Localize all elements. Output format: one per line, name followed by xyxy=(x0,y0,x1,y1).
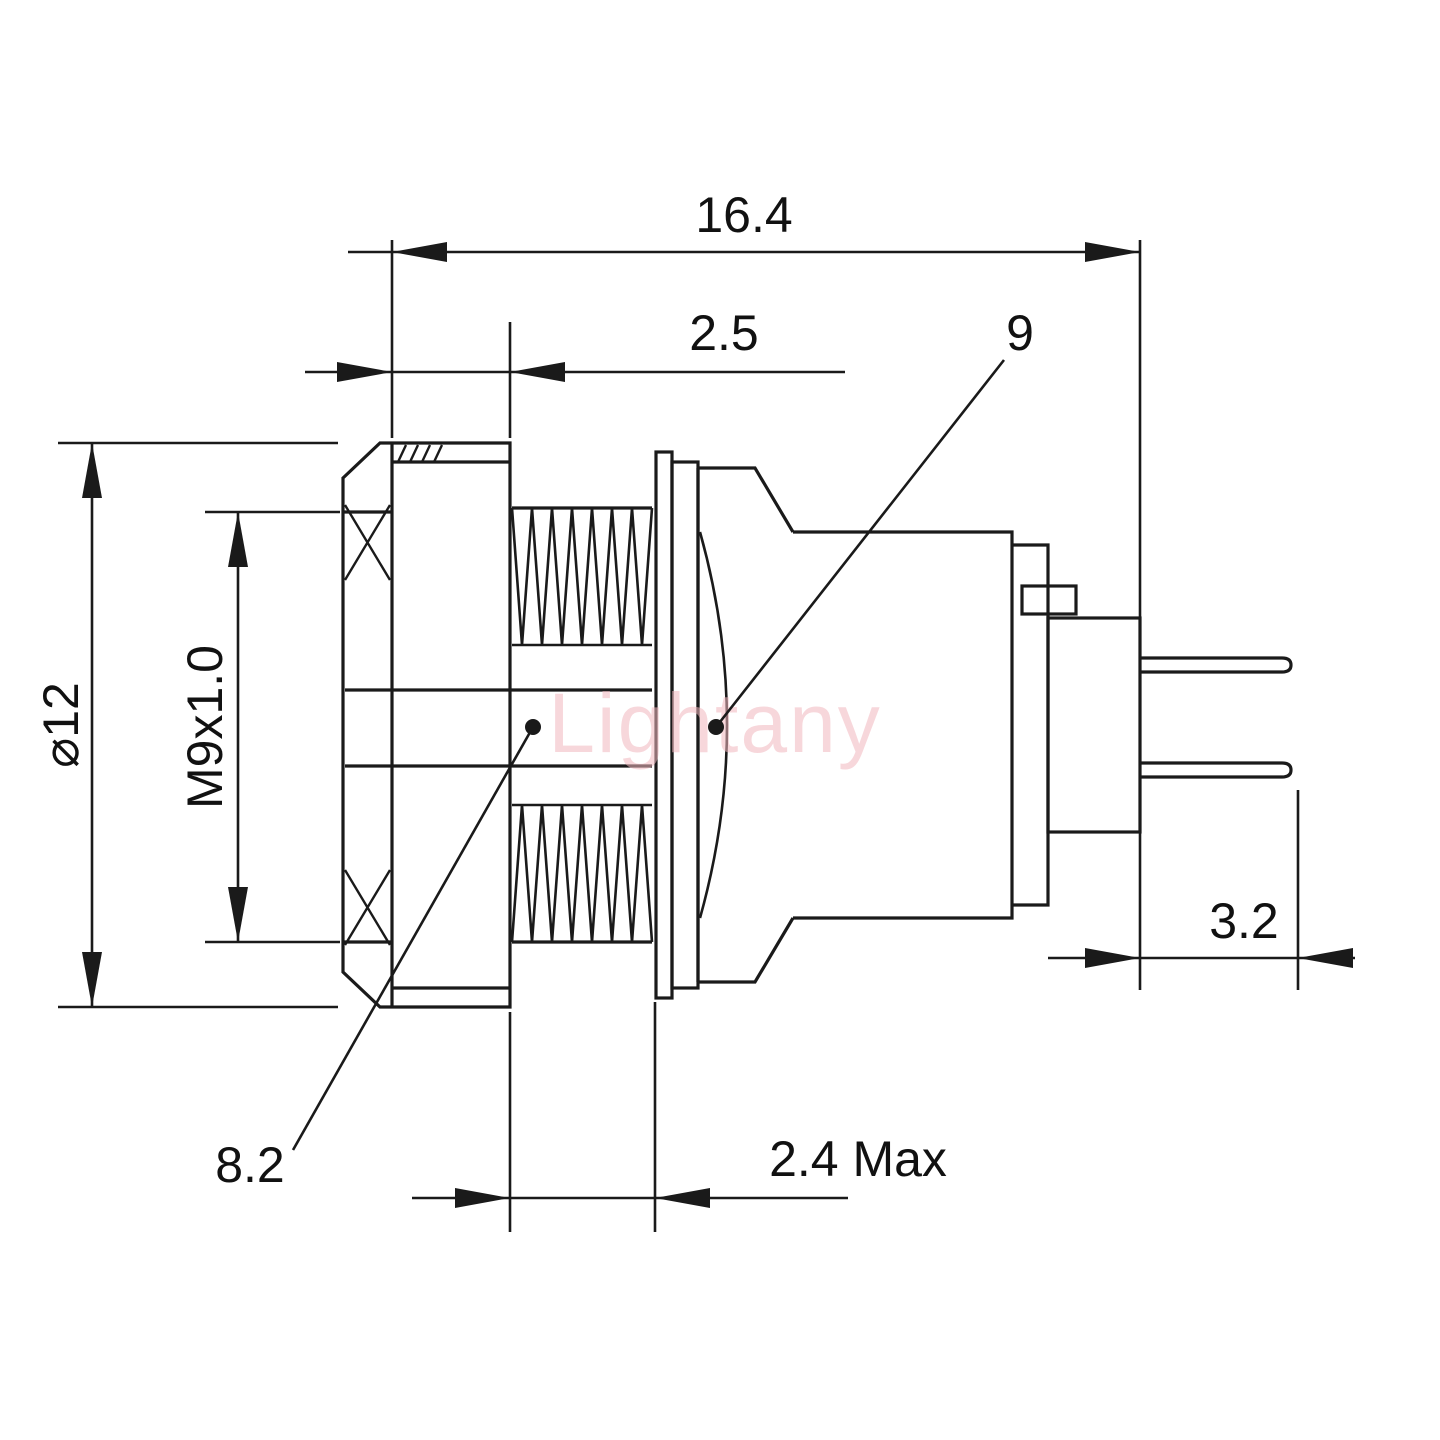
leader-dot-9 xyxy=(708,719,724,735)
leader-line-82 xyxy=(291,726,535,1151)
back-shell-arc xyxy=(698,531,729,919)
dimension-arrowheads xyxy=(82,242,1353,1208)
pin-bottom xyxy=(1140,761,1293,779)
dim-diameter-label: ⌀12 xyxy=(33,682,89,768)
leader-9-label: 9 xyxy=(1006,305,1034,361)
dim-pin-length-label: 3.2 xyxy=(1209,893,1279,949)
main-housing xyxy=(793,530,1014,920)
leader-82-label: 8.2 xyxy=(215,1137,285,1193)
arrow-dia-top xyxy=(82,443,102,498)
key-tab xyxy=(1020,584,1078,616)
pin-top xyxy=(1140,656,1293,674)
leader-line-9 xyxy=(714,359,1006,728)
arrow-panel-right xyxy=(655,1188,710,1208)
connector-part xyxy=(341,441,1293,1009)
arrow-front-right xyxy=(510,362,565,382)
insulator-block xyxy=(1046,616,1142,834)
thread-profile-bottom xyxy=(510,804,654,943)
dim-panel-max-label: 2.4 Max xyxy=(769,1131,947,1187)
arrow-thread-bottom xyxy=(228,887,248,942)
front-ring-knurl-marks xyxy=(343,504,392,946)
dim-front-length-label: 2.5 xyxy=(689,305,759,361)
front-shell-outline xyxy=(341,441,512,1009)
dimension-annotations xyxy=(58,240,1355,1232)
dim-thread-label: M9x1.0 xyxy=(177,645,233,809)
thread-profile-top xyxy=(510,507,654,646)
arrow-pin-right xyxy=(1298,948,1353,968)
arrow-total-right xyxy=(1085,242,1140,262)
arrow-panel-left xyxy=(455,1188,510,1208)
dim-total-length-label: 16.4 xyxy=(695,187,792,243)
housing-step xyxy=(1012,543,1050,907)
arrow-pin-left xyxy=(1085,948,1140,968)
arrow-total-left xyxy=(392,242,447,262)
arrow-dia-bottom xyxy=(82,952,102,1007)
leader-dot-82 xyxy=(525,719,541,735)
arrow-front-left xyxy=(337,362,392,382)
arrow-thread-top xyxy=(228,512,248,567)
front-shell-hatch-marks xyxy=(396,444,444,463)
back-shell-outline xyxy=(696,466,795,984)
